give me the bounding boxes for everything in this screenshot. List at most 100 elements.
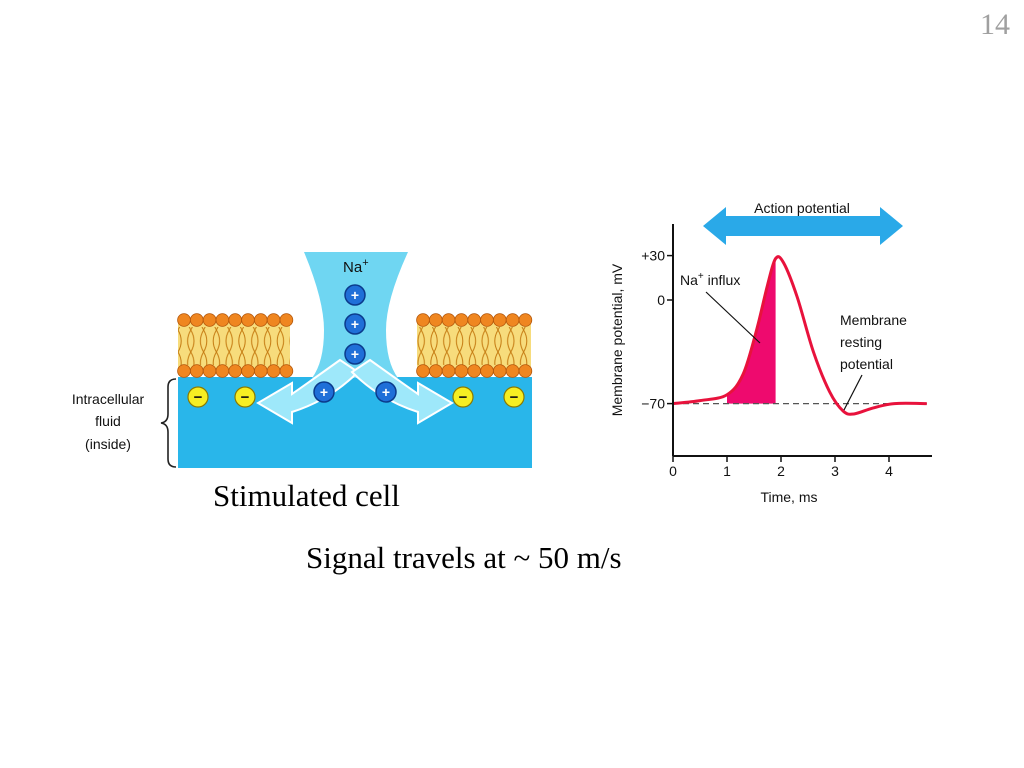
plus-ion: + (344, 343, 366, 365)
lipid-head (416, 313, 430, 327)
y-tick-label: +30 (641, 248, 665, 264)
lipid-head (190, 313, 204, 327)
plus-ion: + (344, 284, 366, 306)
lipid-heads-left-top (177, 313, 294, 327)
lipid-head (177, 364, 191, 378)
fluid-label-line2: fluid (95, 413, 121, 429)
lipid-head (215, 364, 230, 378)
negative-ions: − − − − (187, 386, 525, 408)
action-potential-chart: Action potential +30 0 −70 0 (609, 200, 932, 505)
y-tick-label: −70 (641, 396, 665, 412)
lipid-head (266, 364, 281, 378)
spread-arrow-right (350, 358, 454, 425)
lipid-head (518, 364, 533, 378)
fluid-brace (160, 378, 177, 468)
membrane-potential-curve (672, 255, 927, 416)
lipid-head (441, 364, 456, 378)
positive-ions: + + + + + (313, 284, 397, 403)
lipid-head (518, 313, 533, 327)
action-potential-arrow (703, 207, 903, 245)
lipid-head (480, 313, 494, 327)
y-tick-label: 0 (657, 292, 665, 308)
x-tick-0: 0 (669, 456, 677, 479)
intracellular-fluid-region (178, 377, 532, 468)
lipid-heads-right-top (416, 313, 533, 327)
resting-pointer (843, 374, 863, 411)
caption-signal-speed: Signal travels at ~ 50 m/s (306, 540, 622, 575)
resting-label-line3: potential (840, 356, 893, 372)
svg-text:+: + (351, 316, 359, 332)
svg-text:+: + (351, 346, 359, 362)
x-tick-2: 2 (777, 456, 785, 479)
svg-text:−: − (241, 389, 250, 406)
svg-text:−: − (194, 389, 203, 406)
lipid-head (253, 364, 268, 378)
na-influx-shaded-area (727, 258, 776, 404)
y-axis-title: Membrane potential, mV (609, 263, 625, 416)
lipid-head (505, 364, 520, 378)
svg-text:−: − (459, 389, 468, 406)
minus-ion: − (452, 386, 474, 408)
x-tick-label: 0 (669, 463, 677, 479)
svg-text:+: + (382, 384, 390, 400)
lipid-head (202, 364, 217, 378)
lipid-head (416, 364, 430, 378)
lipid-head (505, 313, 520, 327)
lipid-head (279, 364, 294, 378)
x-ticks: 0 1 2 3 4 (669, 456, 893, 479)
resting-label-line2: resting (840, 334, 882, 350)
x-tick-1: 1 (723, 456, 731, 479)
x-tick-3: 3 (831, 456, 839, 479)
x-tick-4: 4 (885, 456, 893, 479)
lipid-head (253, 313, 268, 327)
lipid-head (492, 313, 507, 327)
fluid-label-line1: Intracellular (72, 391, 145, 407)
lipid-head (441, 313, 456, 327)
x-axis-title: Time, ms (760, 489, 817, 505)
sodium-ion-label: Na+ (343, 257, 369, 276)
na-influx-pointer (705, 291, 761, 344)
lipid-head (492, 364, 507, 378)
plus-ion: + (375, 381, 397, 403)
lipid-head (241, 364, 255, 378)
svg-text:+: + (351, 287, 359, 303)
membrane-left (177, 313, 294, 378)
x-tick-label: 1 (723, 463, 731, 479)
lipid-head (454, 364, 469, 378)
cell-diagram: Na+ + + + + + (72, 252, 533, 468)
svg-text:−: − (510, 389, 519, 406)
lipid-heads-right-bottom (416, 364, 533, 378)
lipid-head (190, 364, 204, 378)
lipid-head (467, 364, 482, 378)
plus-ion: + (313, 381, 335, 403)
y-tick-0: 0 (657, 292, 673, 308)
lipid-head (215, 313, 230, 327)
y-tick-minus-70: −70 (641, 396, 673, 412)
minus-ion: − (187, 386, 209, 408)
action-potential-label: Action potential (754, 200, 850, 216)
fluid-label-line3: (inside) (85, 436, 131, 452)
lipid-head (454, 313, 469, 327)
lipid-head (428, 364, 443, 378)
membrane-right (416, 313, 533, 378)
lipid-head (279, 313, 294, 327)
spread-arrow-left (256, 358, 360, 425)
lipid-head (228, 364, 243, 378)
resting-label-line1: Membrane (840, 312, 907, 328)
x-tick-label: 2 (777, 463, 785, 479)
caption-stimulated-cell: Stimulated cell (213, 478, 400, 513)
lipid-head (177, 313, 191, 327)
lipid-head (467, 313, 482, 327)
x-tick-label: 3 (831, 463, 839, 479)
minus-ion: − (503, 386, 525, 408)
lipid-head (266, 313, 281, 327)
lipid-head (428, 313, 443, 327)
lipid-head (480, 364, 494, 378)
x-tick-label: 4 (885, 463, 893, 479)
minus-ion: − (234, 386, 256, 408)
lipid-head (202, 313, 217, 327)
na-influx-label: Na+ influx (680, 271, 740, 288)
lipid-head (241, 313, 255, 327)
slide-number: 14 (980, 8, 1010, 41)
